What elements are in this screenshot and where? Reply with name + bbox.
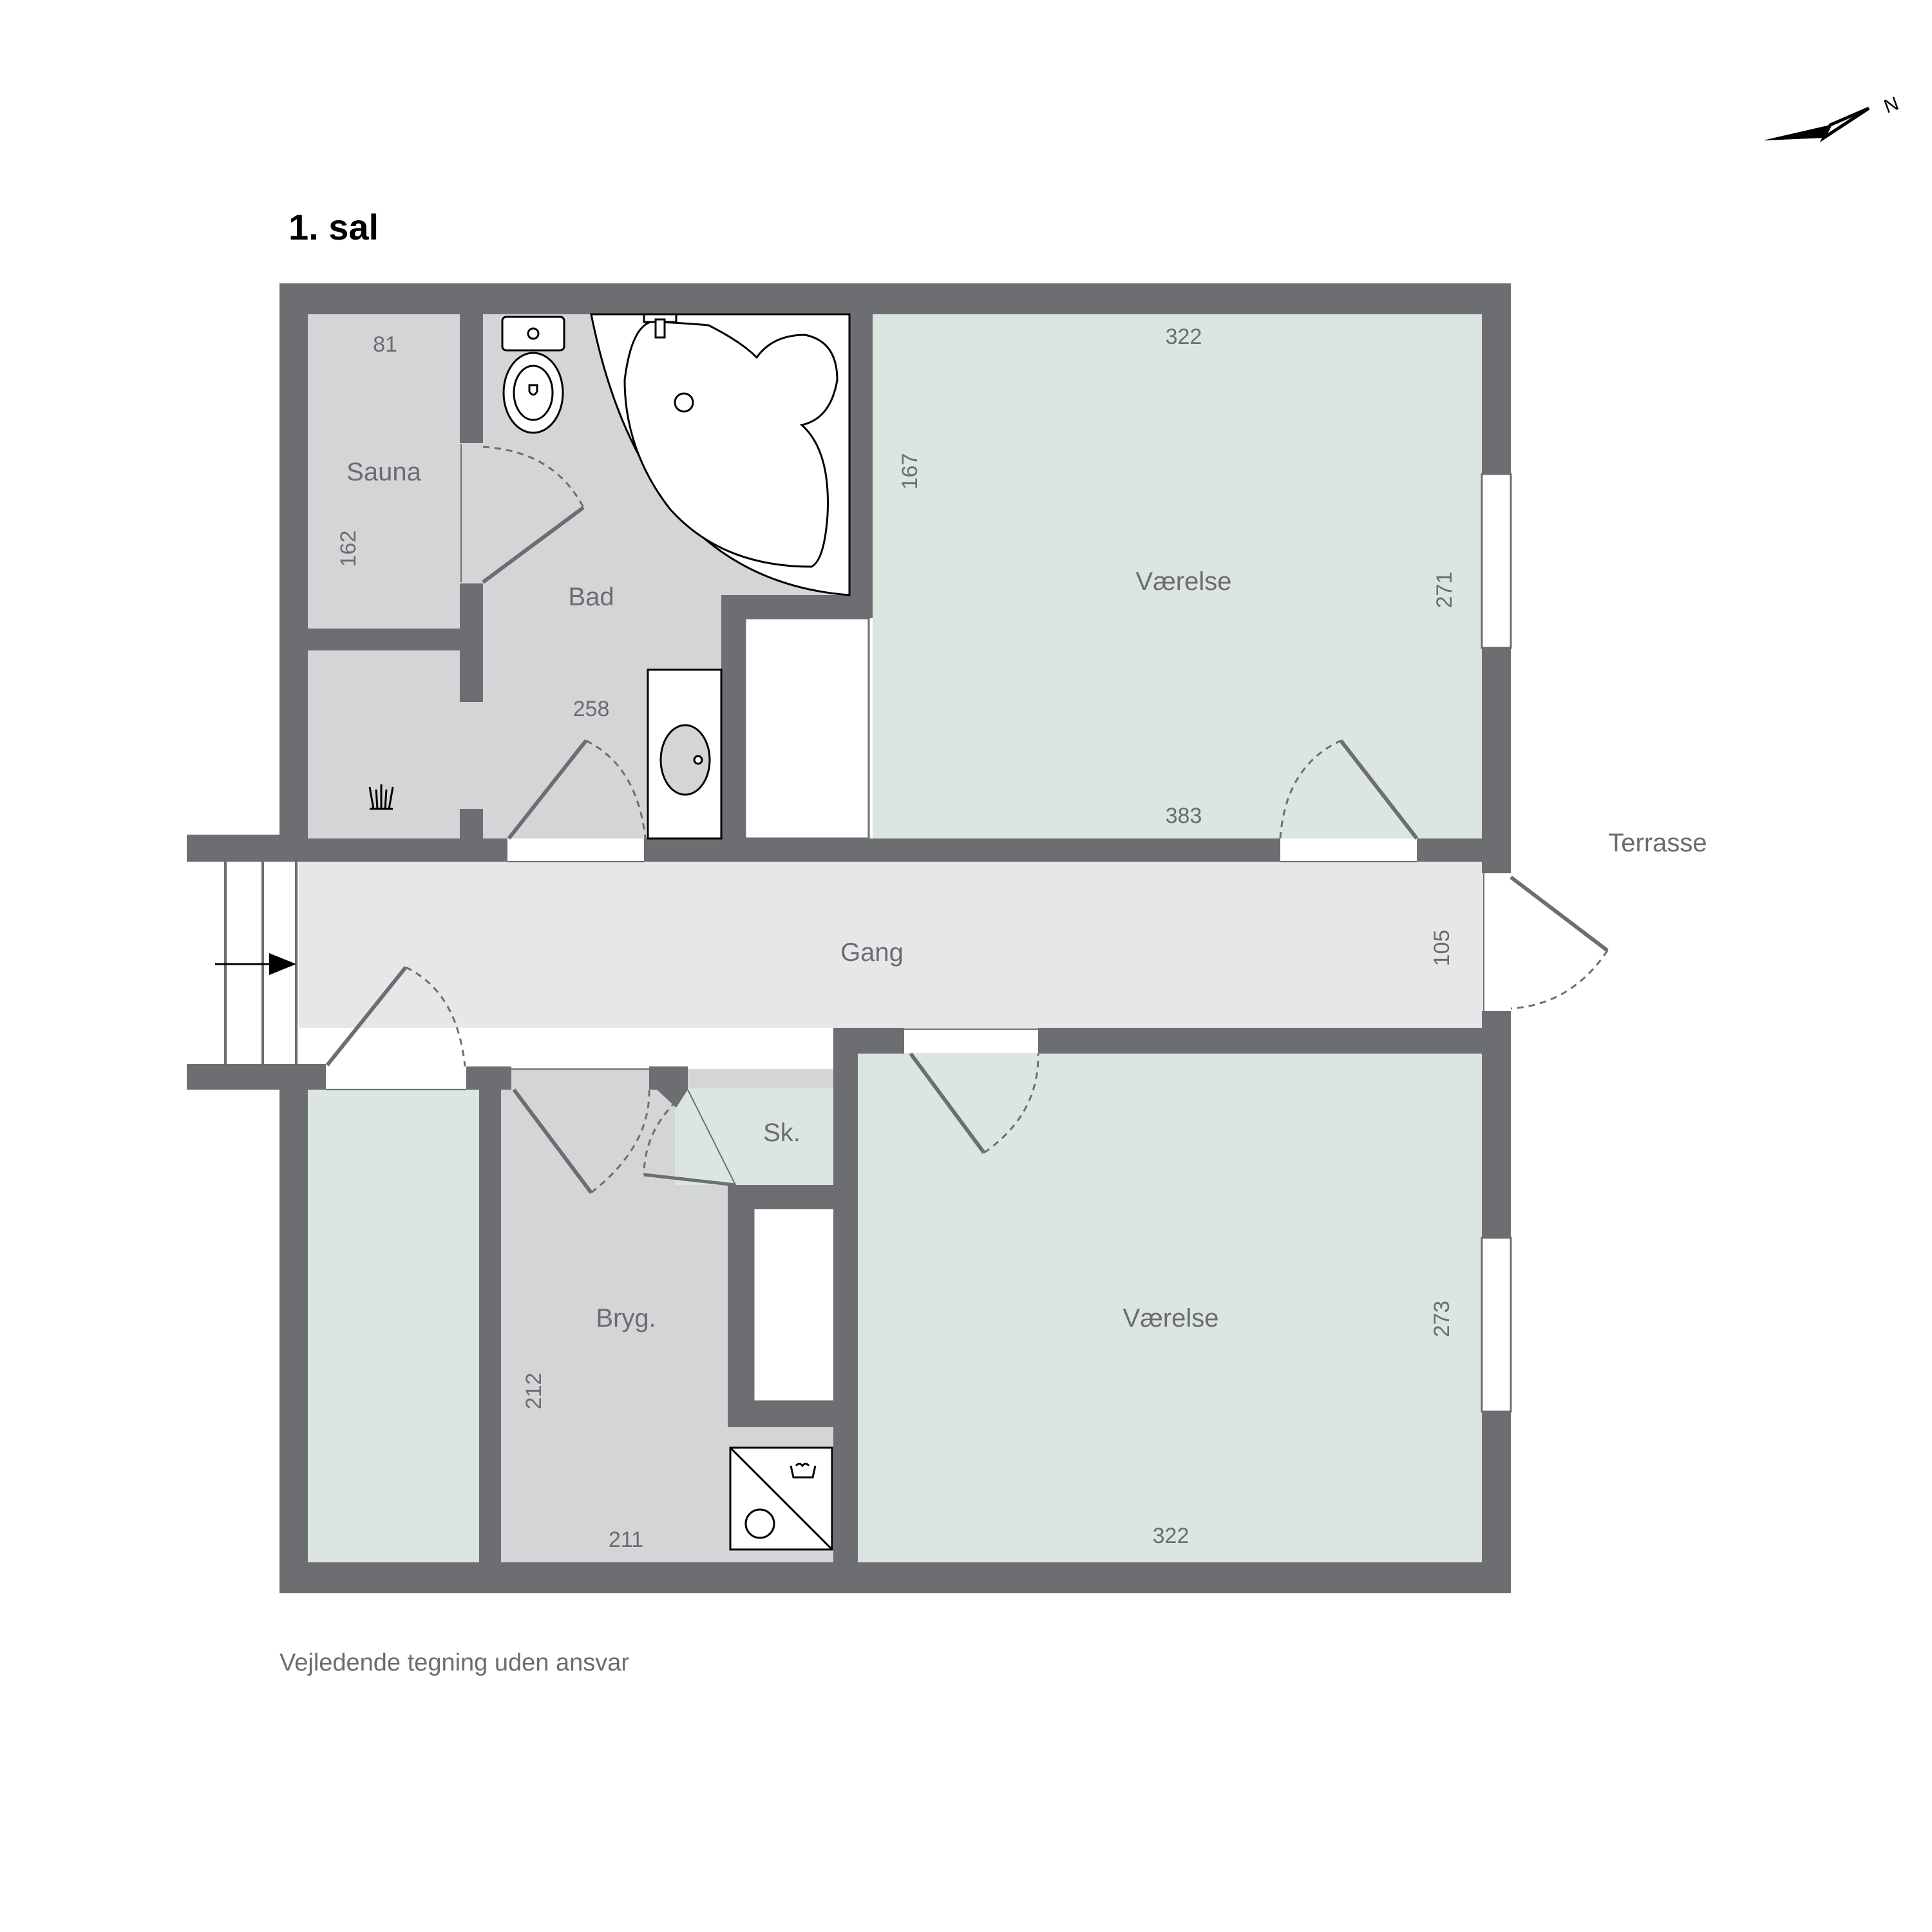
room-label-vaerelse-bottom: Værelse <box>1123 1304 1219 1332</box>
dimension-sauna-width: 81 <box>373 332 397 357</box>
corridor-floor <box>299 862 1484 1028</box>
bathroom-closet <box>745 618 869 838</box>
dimension-bryg-length: 212 <box>522 1373 546 1410</box>
room-label-bad: Bad <box>568 583 614 611</box>
room-label-terrasse: Terrasse <box>1608 829 1707 857</box>
dimension-vaerelse-top-top: 322 <box>1166 325 1202 349</box>
dimension-vaerelse-bottom-width: 322 <box>1153 1524 1189 1548</box>
room-label-sk: Sk. <box>763 1119 800 1147</box>
room-label-vaerelse-top: Værelse <box>1136 567 1232 596</box>
corner-bathtub-icon <box>590 313 851 596</box>
washing-machine-icon <box>729 1446 833 1551</box>
dimension-vaerelse-bottom-side: 273 <box>1430 1301 1454 1338</box>
toilet-icon <box>501 316 565 434</box>
bedroom-top-floor <box>873 314 1482 838</box>
walls <box>187 283 1511 1593</box>
north-label: N <box>1881 93 1902 117</box>
room-bottom-left-floor <box>308 1088 479 1562</box>
sauna-floor <box>308 314 460 629</box>
dimension-vaerelse-top-bottom: 383 <box>1166 804 1202 828</box>
dimension-vaerelse-top-side: 271 <box>1432 572 1457 609</box>
floor-title: 1. sal <box>289 207 379 247</box>
disclaimer-text: Vejledende tegning uden ansvar <box>279 1649 629 1676</box>
dimension-bad-depth: 167 <box>898 453 922 490</box>
room-label-gang: Gang <box>840 938 904 967</box>
stair-direction-arrow-icon <box>269 953 296 975</box>
dimension-gang-width: 105 <box>1430 930 1454 967</box>
dimension-bad-length: 258 <box>573 697 610 721</box>
closet-floor <box>675 1088 835 1185</box>
room-label-bryg: Bryg. <box>596 1304 656 1332</box>
room-label-sauna: Sauna <box>346 458 421 486</box>
north-arrow-icon: N <box>1763 93 1902 143</box>
doors <box>325 444 1609 1194</box>
floor-drain-icon <box>368 784 394 810</box>
windows <box>1481 473 1512 1413</box>
bedroom-bottom-floor <box>858 1053 1482 1562</box>
dimension-bryg-width: 211 <box>609 1528 643 1552</box>
sink-icon <box>647 668 723 840</box>
sauna-anteroom-floor <box>308 650 460 838</box>
dimension-sauna-length: 162 <box>336 531 361 567</box>
staircase <box>187 862 299 1064</box>
